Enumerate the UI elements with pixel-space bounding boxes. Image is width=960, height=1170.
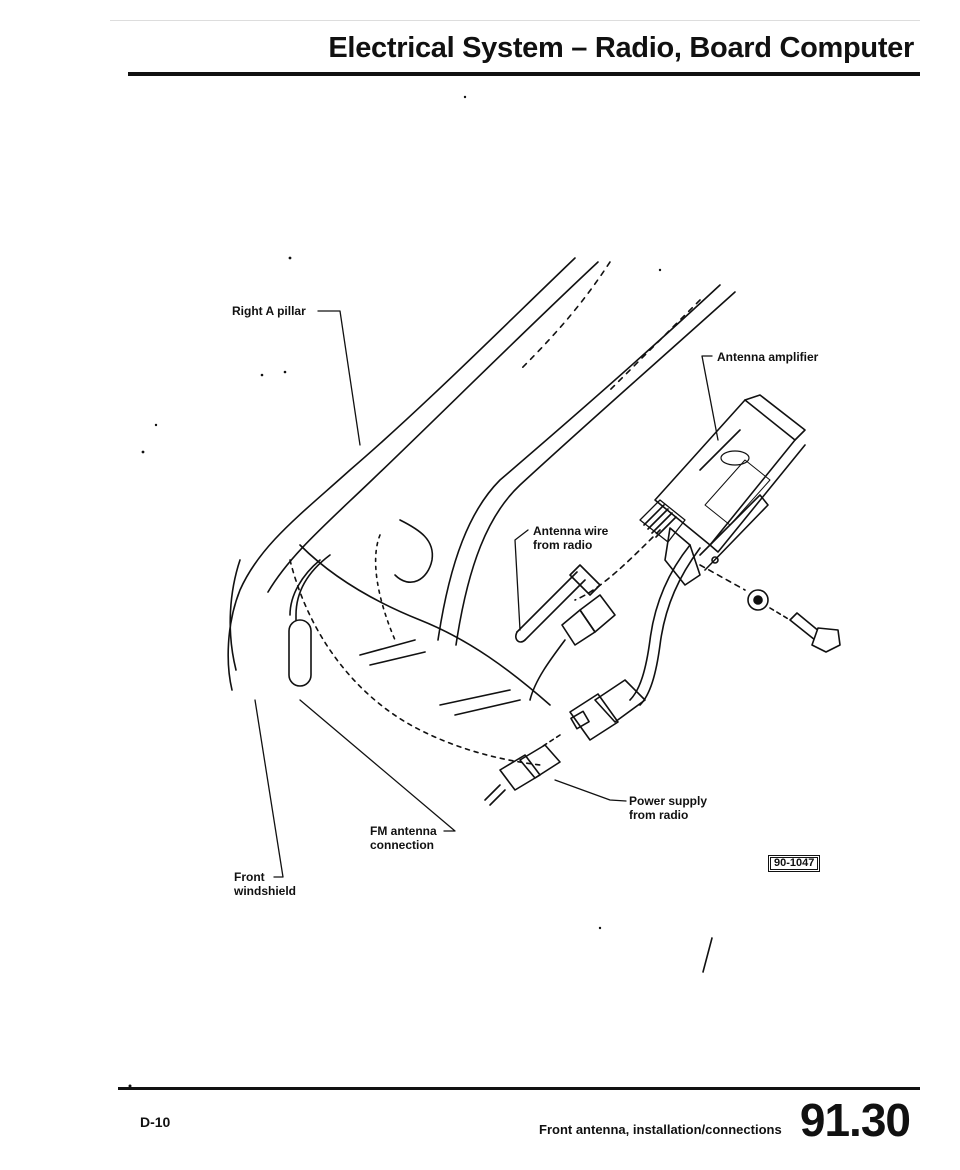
callout-fm-antenna: FM antenna connection bbox=[370, 824, 437, 852]
callout-antenna-amplifier: Antenna amplifier bbox=[717, 350, 819, 364]
antenna-wire-from-radio bbox=[515, 529, 661, 643]
page-title: Electrical System – Radio, Board Compute… bbox=[328, 32, 914, 64]
callout-right-a-pillar: Right A pillar bbox=[232, 304, 306, 318]
callout-fm-antenna-line1: FM antenna bbox=[370, 824, 437, 838]
top-thin-rule bbox=[110, 20, 920, 21]
callout-front-windshield: Front windshield bbox=[234, 870, 296, 898]
a-pillar-outline bbox=[227, 257, 736, 691]
callout-front-windshield-line1: Front bbox=[234, 870, 265, 884]
windshield-antenna-element bbox=[288, 554, 331, 687]
callout-antenna-wire: Antenna wire from radio bbox=[533, 524, 608, 552]
section-number: 91.30 bbox=[799, 1094, 911, 1146]
callout-power-supply-line2: from radio bbox=[629, 808, 689, 822]
callout-leaders bbox=[254, 310, 719, 878]
figure-id: 90-1047 bbox=[768, 855, 821, 872]
callout-antenna-wire-line1: Antenna wire bbox=[533, 524, 609, 538]
callout-power-supply: Power supply from radio bbox=[629, 794, 707, 822]
windshield-edge bbox=[289, 519, 551, 766]
page-number: D-10 bbox=[140, 1114, 171, 1130]
callout-fm-antenna-line2: connection bbox=[370, 838, 435, 852]
footer-rule bbox=[118, 1087, 920, 1090]
callout-antenna-wire-line2: from radio bbox=[533, 538, 593, 552]
callout-power-supply-line1: Power supply bbox=[629, 794, 708, 808]
header-rule bbox=[128, 72, 920, 76]
callout-front-windshield-line2: windshield bbox=[234, 884, 297, 898]
power-supply-cable bbox=[484, 544, 701, 806]
footer-caption: Front antenna, installation/connections bbox=[539, 1122, 782, 1137]
scan-speckles bbox=[128, 95, 662, 1088]
antenna-amplifier bbox=[639, 394, 806, 586]
mounting-screw bbox=[699, 564, 841, 653]
scan-mark bbox=[702, 937, 713, 973]
fm-antenna-connector bbox=[529, 594, 616, 701]
